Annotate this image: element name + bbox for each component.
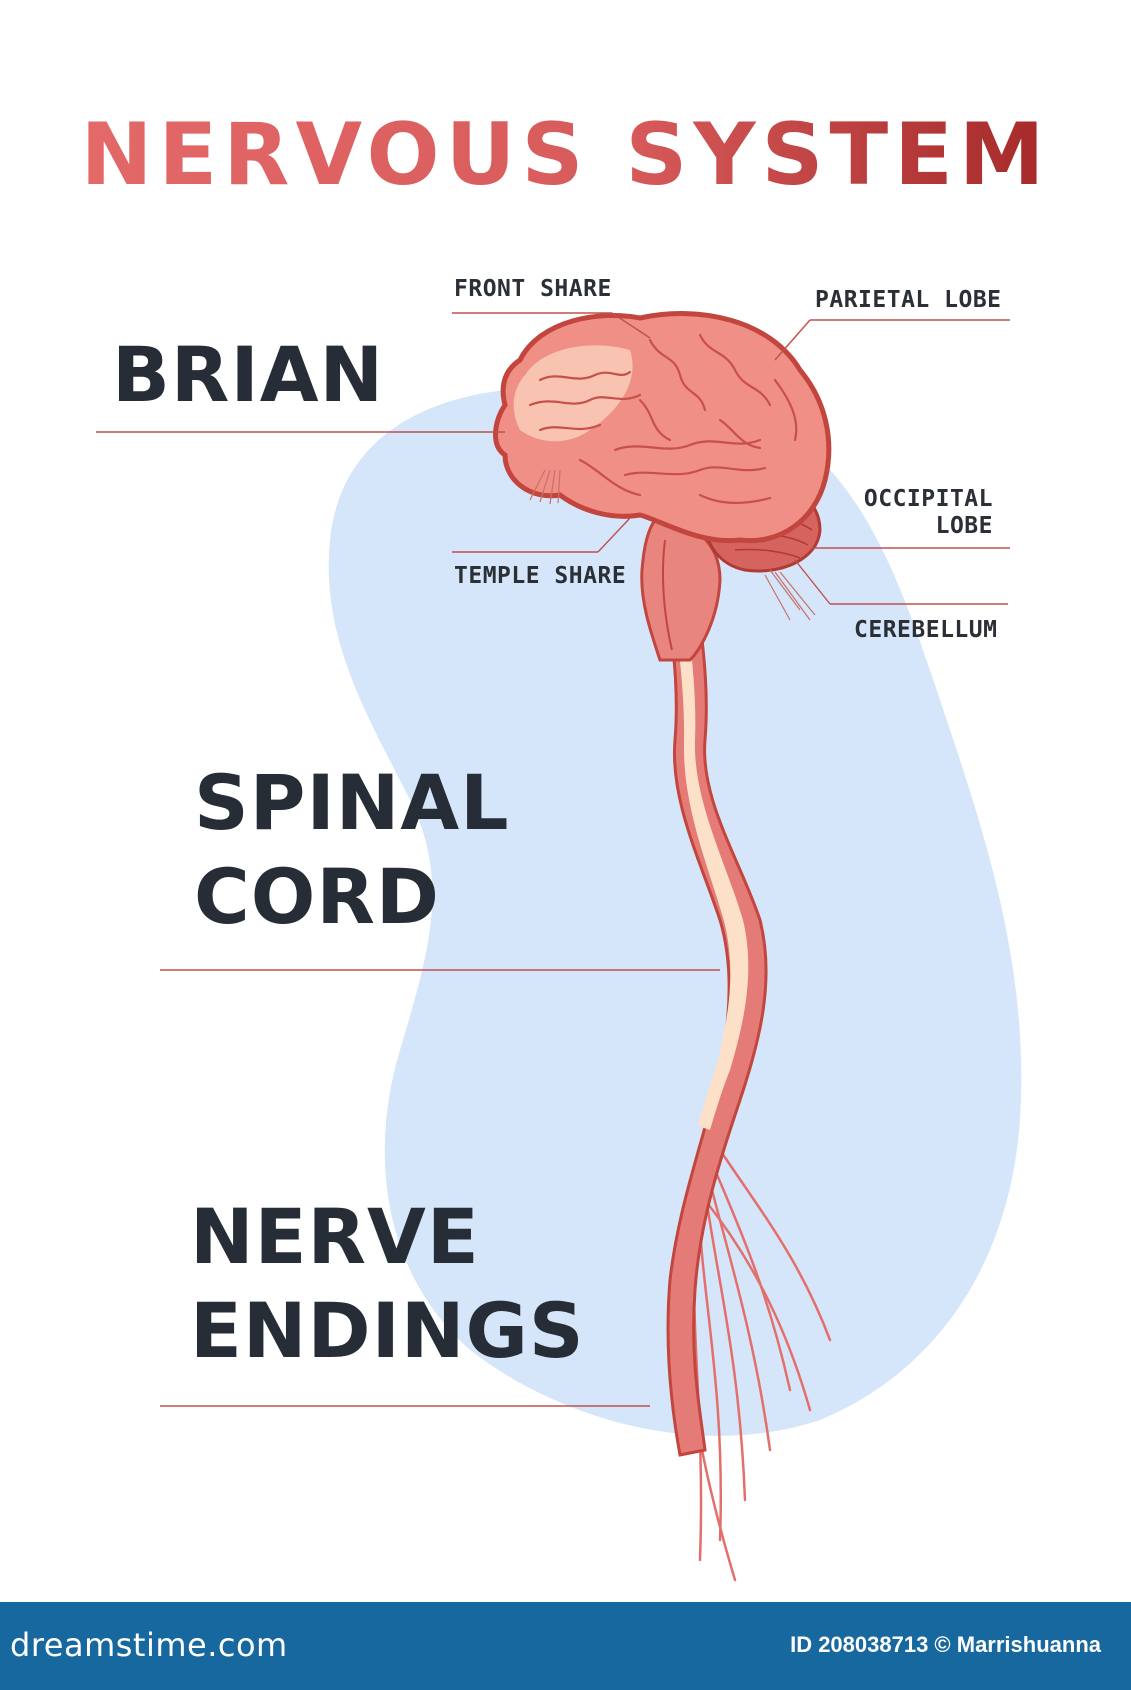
frontal-highlight	[513, 345, 633, 442]
front-share-label: FRONT SHARE	[454, 276, 612, 302]
footer-credit: ID 208038713 © Marrishuanna	[790, 1632, 1101, 1657]
leader-lines	[96, 312, 1010, 1407]
nerve-endings-label-line1: NERVE	[190, 1192, 480, 1281]
parietal-pointer	[774, 319, 811, 361]
nerve-fibers	[685, 1148, 832, 1582]
cerebellum-pointer	[794, 559, 831, 605]
nerve-endings-label-line2: ENDINGS	[190, 1286, 585, 1375]
brain-label: BRIAN	[112, 330, 385, 419]
poster-title: NERVOUS SYSTEM	[0, 105, 1131, 205]
occipital-lobe-label-line1: OCCIPITAL	[863, 486, 993, 512]
occipital-lobe-label-line2: LOBE	[935, 513, 993, 539]
footer-brand[interactable]: dreamstime.com	[10, 1626, 288, 1664]
spinal-cord-label-line1: SPINAL	[194, 758, 510, 847]
cerebellum-nerves	[764, 569, 816, 621]
cerebellum-label: CEREBELLUM	[854, 617, 998, 643]
background-blob	[328, 378, 1022, 1436]
spinal-cord-core	[670, 580, 749, 1130]
parietal-lobe-label: PARIETAL LOBE	[815, 287, 1002, 313]
medulla-rings	[661, 539, 673, 651]
spinal-cord-label-line2: CORD	[194, 852, 440, 941]
temple-pointer	[597, 517, 631, 553]
temple-share-label: TEMPLE SHARE	[454, 563, 627, 589]
olfactory-nerves	[529, 469, 561, 505]
cerebrum-gyri	[528, 333, 798, 505]
front-share-pointer	[611, 312, 651, 339]
footer-bar: dreamstime.com ID 208038713 © Marrishuan…	[0, 1602, 1131, 1690]
